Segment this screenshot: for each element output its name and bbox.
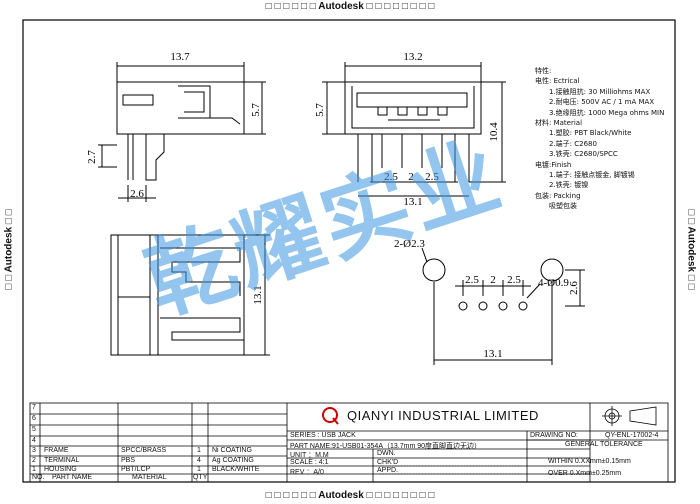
spec-line: 吸塑包装 xyxy=(549,202,577,211)
revision: REV ：A/0 xyxy=(290,469,324,476)
dim-big-hole: 2-Ø2.3 xyxy=(394,238,425,250)
row-number: 5 xyxy=(32,426,36,433)
spec-line: 电镀:Finish xyxy=(535,160,572,169)
dim-side-width: 13.7 xyxy=(170,51,190,63)
header-part-name: PART NAME xyxy=(52,474,93,481)
title-block-grid xyxy=(29,402,669,483)
series: SERIES : USB JACK xyxy=(290,432,356,439)
scale: SCALE : 4:1 xyxy=(290,459,329,466)
spec-notes: 特性: 电性: Ectrical 1.接触阻抗: 30 Milliohms MA… xyxy=(535,66,664,211)
title-block-dots xyxy=(380,465,520,483)
top-view xyxy=(110,234,270,356)
row-number: 6 xyxy=(32,415,36,422)
row-number: 4 xyxy=(32,437,36,444)
part-qty: 4 xyxy=(197,457,201,464)
part-number: PART NAME:91-USB01-354A（13.7mm 90度直脚直边无边… xyxy=(290,443,482,450)
row-number: 2 xyxy=(32,457,36,464)
dim-holes-pitch-left: 2.5 xyxy=(465,274,479,286)
drawing-no-label: DRAWING NO: xyxy=(530,432,578,439)
spec-line: 材料: Material xyxy=(535,118,583,127)
company-name: QIANYI INDUSTRIAL LIMITED xyxy=(347,408,539,423)
dim-front-span: 13.1 xyxy=(403,196,422,208)
header-qty: QTY xyxy=(193,474,208,481)
unit: UNIT ：M.M xyxy=(290,452,329,459)
part-coating: BLACK/WHITE xyxy=(212,466,260,473)
part-name: HOUSING xyxy=(44,466,77,473)
spec-line: 2.耐电压: 500V AC / 1 mA MAX xyxy=(549,98,655,107)
spec-line: 2.铁壳: 镀镍 xyxy=(549,181,589,190)
dim-pitch-left: 2.5 xyxy=(384,171,398,183)
pcb-holes xyxy=(421,247,585,365)
tolerance-title: GENERAL TOLERANCE xyxy=(565,441,643,448)
dim-top-height: 13.1 xyxy=(252,285,264,304)
spec-line: 3.绝缘阻抗: 1000 Mega ohms MIN xyxy=(549,108,665,117)
part-material: SPCC/BRASS xyxy=(121,447,167,454)
part-coating: Ag COATING xyxy=(212,457,254,464)
row-number: 3 xyxy=(32,447,36,454)
part-qty: 1 xyxy=(197,447,201,454)
dim-side-pin-offset: 2.6 xyxy=(130,188,144,200)
part-qty: 1 xyxy=(197,466,201,473)
dim-holes-pitch-right: 2.5 xyxy=(507,274,521,286)
spec-line: 1.端子: 接触点镀金, 脚镀锡 xyxy=(549,170,635,179)
part-name: TERMINAL xyxy=(44,457,80,464)
header-material: MATERIAL xyxy=(132,474,167,481)
spec-line: 电性: Ectrical xyxy=(535,77,580,86)
dim-side-pin-height: 2.7 xyxy=(86,150,98,164)
dim-holes-pitch-mid: 2 xyxy=(490,274,496,286)
autodesk-stamp-top: □ □ □ □ □ □ Autodesk □ □ □ □ □ □ □ □ xyxy=(265,1,435,12)
spec-line: 3.铁壳: C2680/SPCC xyxy=(549,150,618,159)
projection-symbol xyxy=(602,406,657,426)
dim-pitch-mid: 2 xyxy=(408,171,414,183)
company-logo xyxy=(322,407,339,425)
dim-front-height: 5.7 xyxy=(314,103,326,117)
dim-side-height: 5.7 xyxy=(250,103,262,117)
appd-label: APPD. xyxy=(377,467,399,474)
dwn-label: DWN. xyxy=(377,450,396,457)
chkd-label: CHK'D xyxy=(377,459,399,466)
side-view xyxy=(98,62,266,202)
spec-line: 1.接触阻抗: 30 Milliohms MAX xyxy=(549,87,651,96)
autodesk-stamp-bottom: □ □ □ □ □ □ Autodesk □ □ □ □ □ □ □ □ xyxy=(265,490,435,501)
dim-small-hole: 4-Ø0.9 xyxy=(538,277,569,289)
spec-line: 包装: Packing xyxy=(535,191,581,200)
row-number: 7 xyxy=(32,404,36,411)
front-view xyxy=(322,62,506,197)
spec-line: 2.端子: C2680 xyxy=(549,139,597,148)
tolerance-over: OVER 0.Xmm±0.25mm xyxy=(548,470,622,477)
part-material: PBS xyxy=(121,457,136,464)
part-material: PBT/LCP xyxy=(121,466,151,473)
spec-line: 1.塑胶: PBT Black/White xyxy=(549,129,632,138)
part-coating: Ni COATING xyxy=(212,447,252,454)
dim-holes-span: 13.1 xyxy=(483,348,502,360)
header-no: NO. xyxy=(32,474,45,481)
row-number: 1 xyxy=(32,466,36,473)
spec-line: 特性: xyxy=(535,67,552,75)
part-name: FRAME xyxy=(44,447,69,454)
tolerance-within: WITHIN 0.XXmm±0.15mm xyxy=(548,458,631,465)
dim-pitch-right: 2.5 xyxy=(425,171,439,183)
dim-holes-vertical: 2.6 xyxy=(568,281,580,295)
dim-front-total-height: 10.4 xyxy=(488,122,500,142)
drawing-number: QY-ENL-17002-4 xyxy=(605,432,659,439)
dim-front-width: 13.2 xyxy=(403,51,422,63)
